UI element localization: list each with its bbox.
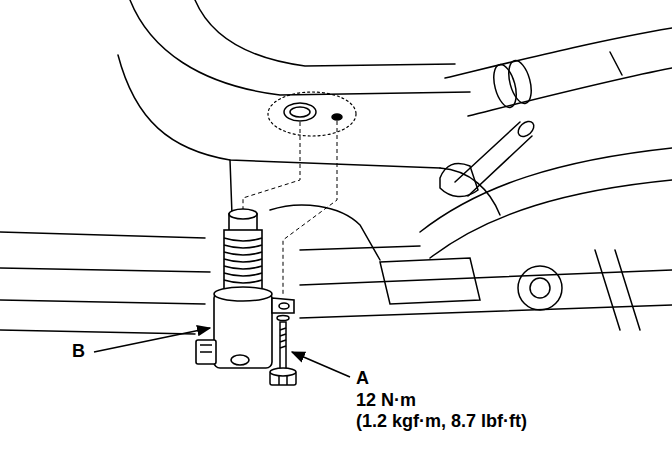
bolt — [270, 316, 296, 386]
leader-line — [94, 328, 350, 377]
engine-background — [0, 0, 672, 334]
torque-value: (1.2 kgf·m, 8.7 lbf·ft) — [356, 411, 527, 432]
callout-letter: B — [72, 341, 85, 362]
callout-letter: A — [356, 368, 369, 389]
torque-value: 12 N·m — [356, 390, 416, 411]
